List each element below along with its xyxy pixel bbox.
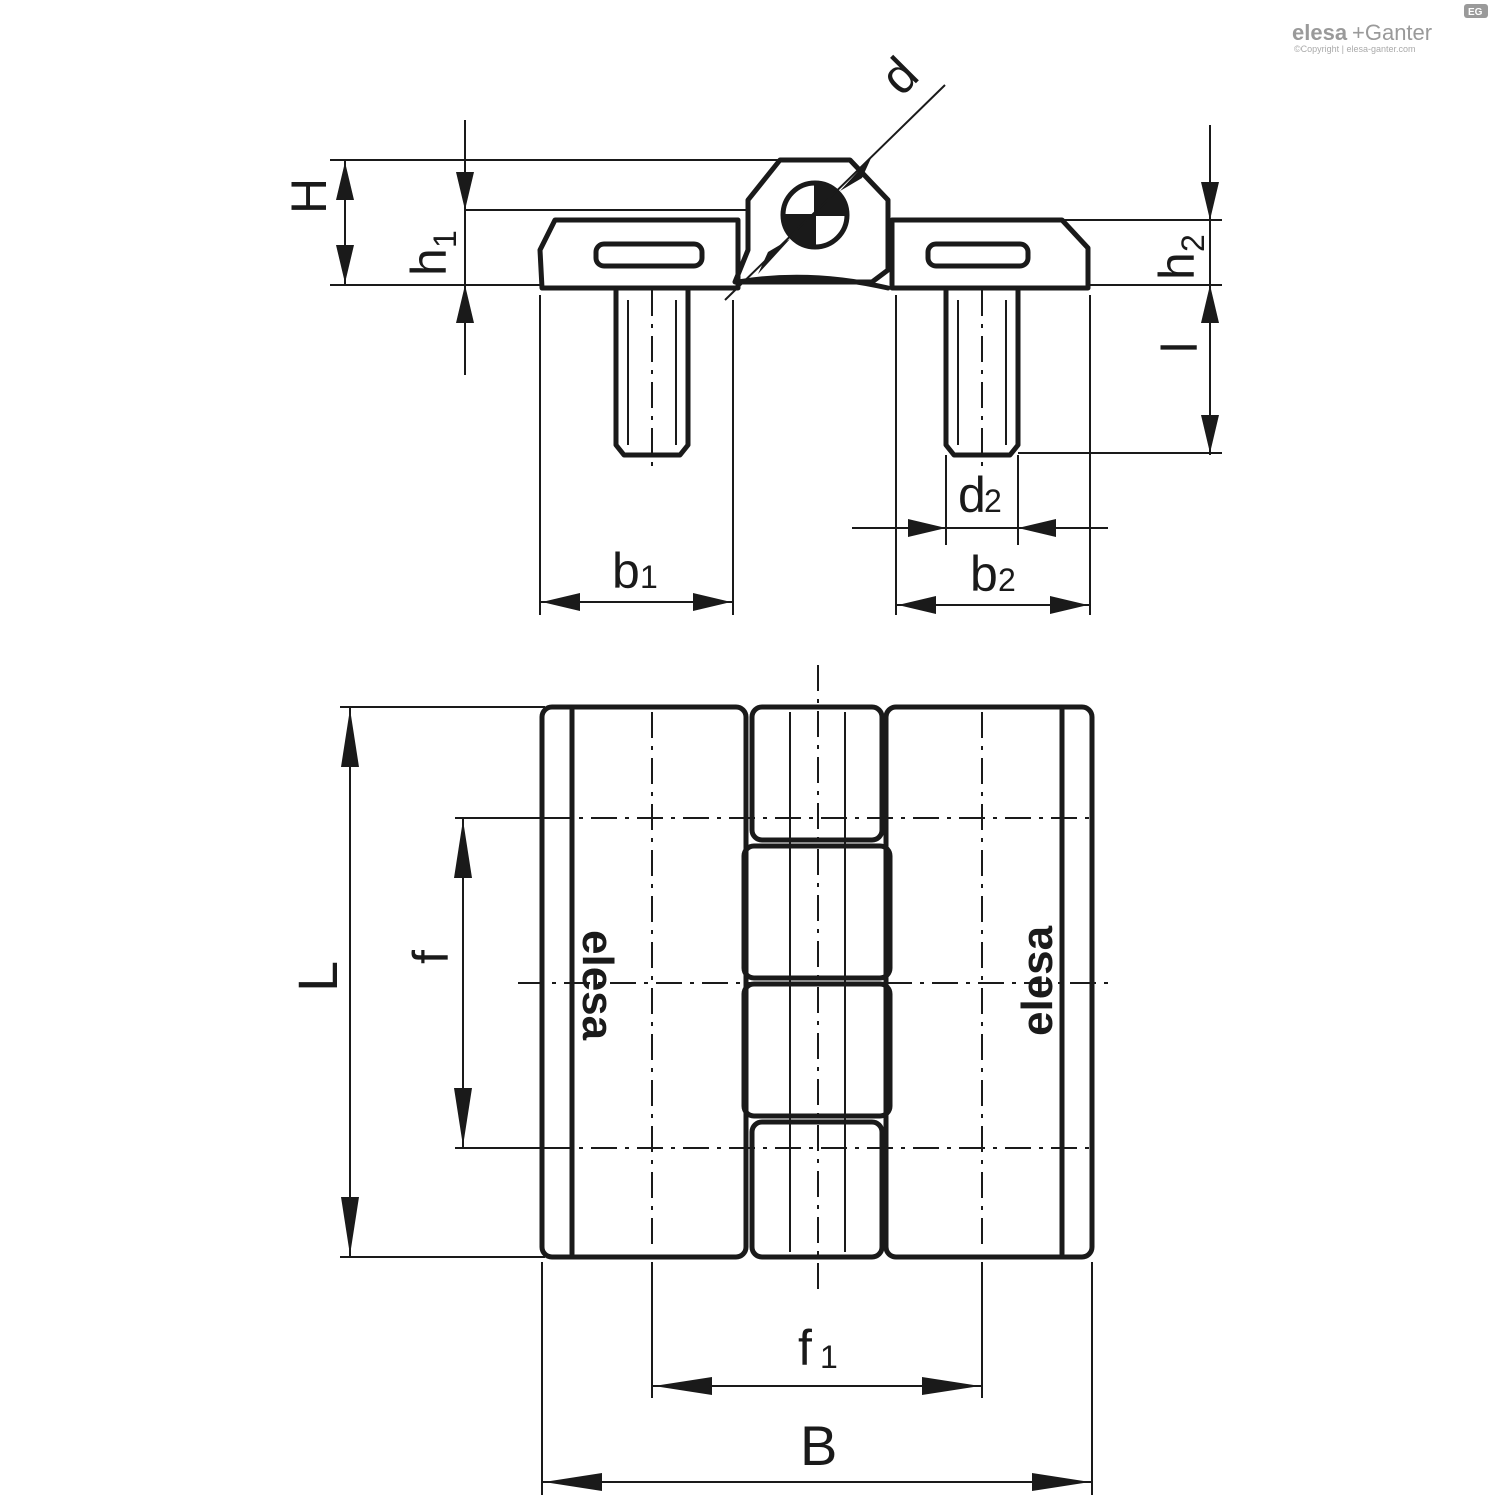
dim-b2-label: b — [970, 546, 998, 602]
brand-badge-text: EG — [1468, 7, 1483, 18]
dim-b2-sub: 2 — [998, 562, 1016, 598]
pin-quadrant-2 — [783, 215, 815, 247]
dim-b1-sub: 1 — [640, 559, 658, 595]
left-leaf-profile — [537, 217, 741, 291]
plan-view: elesa elesa L f f 1 B — [286, 665, 1115, 1495]
dim-d2-label: d — [958, 467, 986, 523]
brand-badge — [1464, 4, 1488, 18]
dim-h2-sub: 2 — [1175, 234, 1211, 252]
dim-B-label: B — [800, 1414, 837, 1477]
dim-h1-sub: 1 — [427, 230, 463, 248]
left-screw-head — [593, 241, 705, 269]
right-screw-stud — [943, 287, 1021, 458]
side-view: d H h 1 h 2 l — [281, 46, 1222, 615]
knuckle-profile — [732, 157, 891, 285]
dim-H-label: H — [281, 178, 337, 214]
brand-name-bold: elesa — [1292, 20, 1348, 45]
dim-h2-label: h — [1149, 252, 1205, 280]
brand-header: elesa +Ganter ©Copyright | elesa-ganter.… — [1292, 4, 1488, 54]
right-screw-head — [925, 241, 1031, 269]
left-elesa-logo: elesa — [573, 930, 622, 1041]
dim-d2-sub: 2 — [984, 483, 1002, 519]
dim-f-label: f — [403, 950, 459, 964]
dim-f1-sub: 1 — [820, 1339, 838, 1375]
dim-h1-label: h — [401, 248, 457, 276]
brand-name-rest: +Ganter — [1352, 20, 1432, 45]
knuckle-bottom — [735, 274, 891, 291]
dim-d-label: d — [870, 46, 929, 105]
left-screw-stud — [613, 287, 691, 458]
brand-copyright: ©Copyright | elesa-ganter.com — [1294, 44, 1416, 54]
dim-L-label: L — [286, 961, 349, 992]
right-leaf-profile — [889, 217, 1091, 291]
knuckle-segment-4 — [749, 1119, 885, 1260]
right-elesa-logo: elesa — [1013, 925, 1062, 1036]
dim-f1-label: f — [798, 1320, 812, 1376]
dim-b1-label: b — [612, 543, 640, 599]
dim-l-label: l — [1152, 342, 1208, 353]
pin-quadrant-1 — [815, 183, 847, 215]
